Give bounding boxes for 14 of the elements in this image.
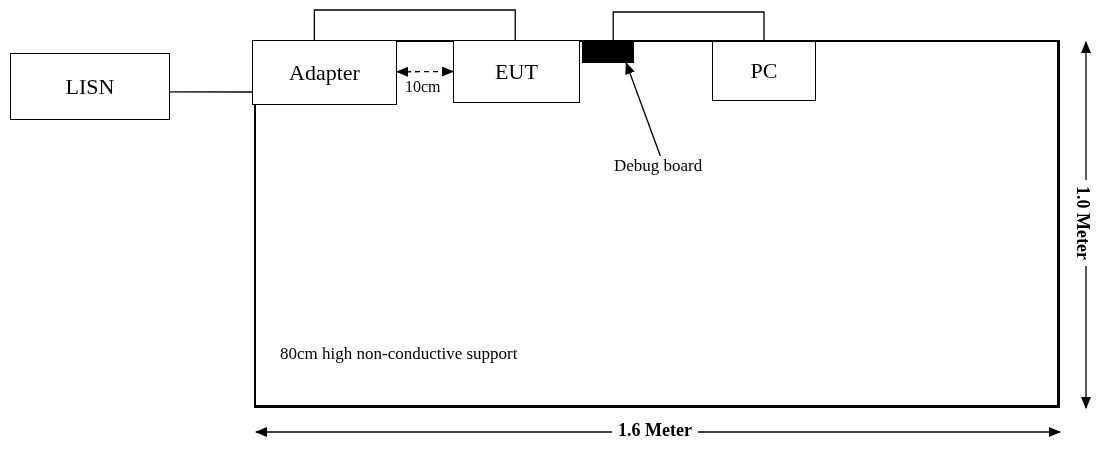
table-outline: [254, 40, 1060, 408]
connector-line: [612, 11, 765, 43]
connector-line: [169, 91, 253, 93]
callout-text: Debug board: [614, 156, 736, 180]
edge-label: 10cm: [405, 77, 441, 96]
equipment-box: Adapter: [252, 40, 397, 105]
debug-board-bar: [582, 42, 634, 63]
equipment-box: PC: [712, 41, 816, 101]
arrow: [625, 62, 661, 157]
arrow: [396, 66, 454, 77]
equipment-box: LISN: [10, 53, 170, 120]
connector-line: [313, 9, 516, 41]
support-note: 80cm high non-conductive support: [280, 344, 518, 364]
equipment-box: EUT: [453, 40, 580, 103]
